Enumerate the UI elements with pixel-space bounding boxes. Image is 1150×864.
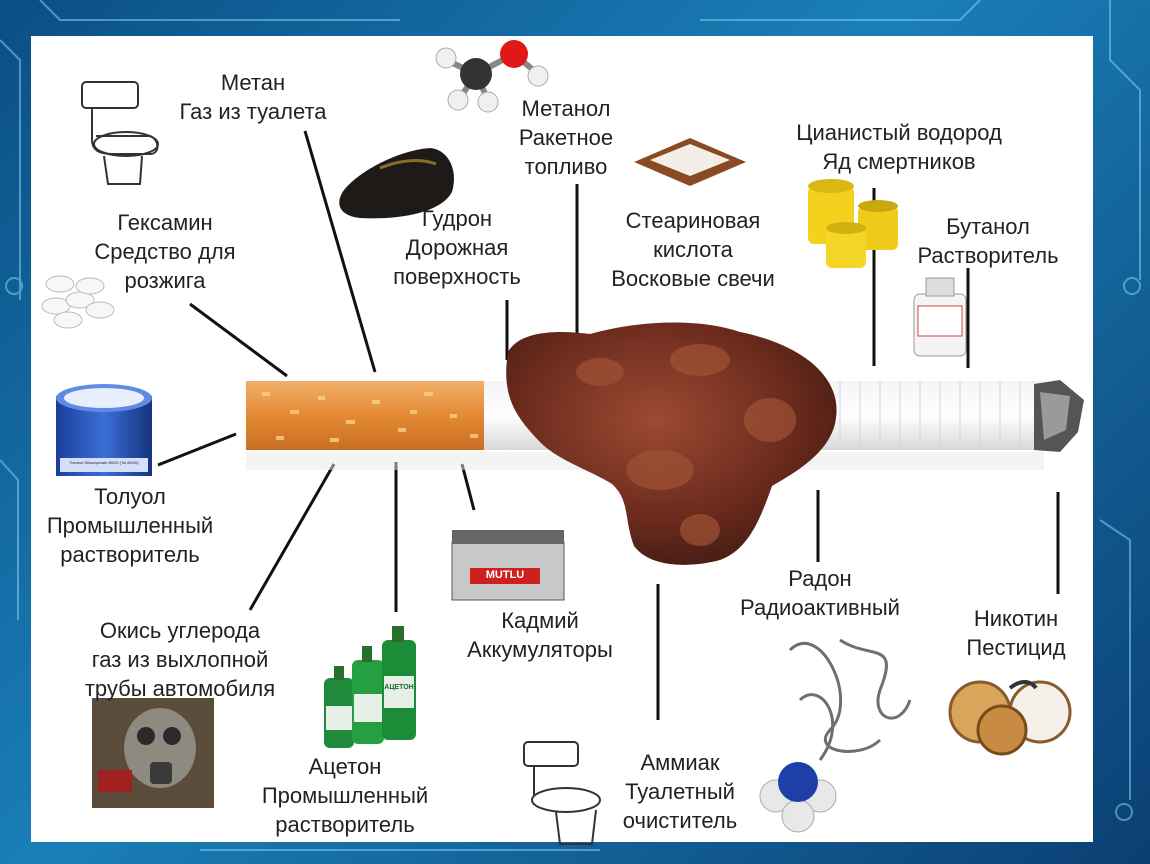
battery-brand-label: MUTLU <box>485 569 525 581</box>
hexamine-name: Гексамин <box>117 210 213 235</box>
battery-image <box>451 530 565 601</box>
stearic-name-2: кислота <box>653 237 733 262</box>
methanol-desc-1: Ракетное <box>518 125 614 150</box>
methanol-desc-2: топливо <box>524 154 608 179</box>
label-acetone: Ацетон Промышленный растворитель <box>240 752 450 839</box>
leader-hexamine <box>189 302 288 378</box>
methane-name: Метан <box>220 70 286 95</box>
nicotine-name: Никотин <box>973 606 1059 631</box>
label-tar: Гудрон Дорожная поверхность <box>370 204 544 291</box>
acetone-desc-1: Промышленный <box>261 783 429 808</box>
label-hcn: Цианистый водород Яд смертников <box>768 118 1030 176</box>
toluene-desc-1: Промышленный <box>46 513 214 538</box>
acetone-name: Ацетон <box>308 754 382 779</box>
label-nicotine: Никотин Пестицид <box>952 604 1080 662</box>
label-toluene: Толуол Промышленный растворитель <box>30 482 230 569</box>
tar-name: Гудрон <box>421 206 493 231</box>
butanol-bottle-image <box>913 277 967 357</box>
leader-co <box>248 463 336 611</box>
barrel-label: Toluene Diisocyanate 80/20 (Tol 80/20) <box>69 460 139 465</box>
cyanide-canisters-image <box>808 179 898 268</box>
toilet-icon-ammonia <box>523 741 601 845</box>
methanol-name: Метанол <box>521 96 611 121</box>
toluene-barrel-image <box>56 384 152 476</box>
stearic-acid-image <box>634 138 746 186</box>
hcn-name: Цианистый водород <box>796 120 1002 145</box>
stearic-name: Стеариновая <box>625 208 761 233</box>
methanol-molecule-icon <box>435 40 549 113</box>
acetone-bottle-label: АЦЕТОН <box>384 684 414 691</box>
label-methanol: Метанол Ракетное топливо <box>496 94 636 181</box>
label-stearic: Стеариновая кислота Восковые свечи <box>586 206 800 293</box>
butanol-name: Бутанол <box>946 214 1030 239</box>
cadmium-desc: Аккумуляторы <box>467 637 613 662</box>
label-methane: Метан Газ из туалета <box>160 68 346 126</box>
stearic-desc: Восковые свечи <box>611 266 775 291</box>
toluene-name: Толуол <box>94 484 166 509</box>
ammonia-desc-1: Туалетный <box>625 779 735 804</box>
radon-name: Радон <box>788 566 852 591</box>
leader-methane <box>303 130 377 373</box>
tar-desc-1: Дорожная <box>405 235 509 260</box>
acetone-desc-2: растворитель <box>275 812 415 837</box>
toluene-desc-2: растворитель <box>60 542 200 567</box>
toilet-icon <box>81 81 159 185</box>
smoke-image <box>788 638 912 761</box>
methane-desc: Газ из туалета <box>179 99 327 124</box>
label-butanol: Бутанол Растворитель <box>900 212 1076 270</box>
ammonia-molecule-icon <box>759 762 837 833</box>
leader-toluene <box>157 432 237 467</box>
tar-image <box>339 148 454 219</box>
hcn-desc: Яд смертников <box>822 149 976 174</box>
acetone-bottles-image <box>324 626 416 748</box>
label-cadmium: Кадмий Аккумуляторы <box>450 606 630 664</box>
label-ammonia: Аммиак Туалетный очиститель <box>604 748 756 835</box>
cigarette-bundles-image <box>948 680 1072 756</box>
ammonia-name: Аммиак <box>640 750 720 775</box>
tar-desc-2: поверхность <box>393 264 521 289</box>
co-desc-2: трубы автомобиля <box>84 676 276 701</box>
label-co: Окись углерода газ из выхлопной трубы ав… <box>60 616 300 703</box>
co-name: Окись углерода <box>99 618 261 643</box>
label-radon: Радон Радиоактивный <box>720 564 920 622</box>
hexamine-desc-1: Средство для <box>94 239 236 264</box>
hexamine-tablets-image <box>41 275 115 329</box>
hexamine-desc-2: розжига <box>124 268 206 293</box>
label-hexamine: Гексамин Средство для розжига <box>70 208 260 295</box>
radon-desc: Радиоактивный <box>740 595 900 620</box>
nicotine-desc: Пестицид <box>966 635 1066 660</box>
co-desc-1: газ из выхлопной <box>91 647 269 672</box>
ammonia-desc-2: очиститель <box>622 808 738 833</box>
butanol-desc: Растворитель <box>917 243 1059 268</box>
leader-cadmium <box>460 463 476 511</box>
gas-mask-image <box>92 698 214 808</box>
cadmium-name: Кадмий <box>501 608 579 633</box>
